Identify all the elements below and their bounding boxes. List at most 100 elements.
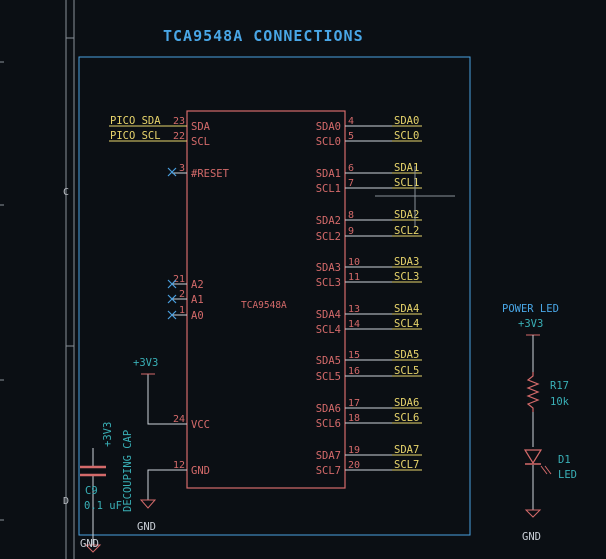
- pin-number-right: 8: [348, 210, 354, 221]
- crosshair-cursor-icon: [375, 166, 455, 226]
- led-ref: D1: [558, 454, 571, 466]
- gnd-wire: [147, 469, 187, 500]
- pin-number-left: 21: [173, 274, 185, 285]
- pin-name-right: SDA0: [316, 121, 341, 133]
- pin-name-right: SCL5: [316, 371, 341, 383]
- pin-name-right: SCL0: [316, 136, 341, 148]
- net-label-pico-scl[interactable]: PICO_SCL: [110, 130, 161, 142]
- led-value: LED: [558, 469, 577, 481]
- pico-net-underlines: [109, 125, 187, 142]
- group-frame: [78, 56, 471, 536]
- sheet-border: [0, 0, 75, 559]
- gnd-symbol-cap: [84, 544, 102, 553]
- led-d1-symbol[interactable]: [523, 449, 552, 475]
- pin-name-left: #RESET: [191, 168, 230, 180]
- pin-name-left: SCL: [191, 136, 210, 148]
- net-label-right[interactable]: SDA1: [394, 162, 419, 174]
- cap-note: DECOUPING CAP: [122, 430, 134, 512]
- pin-name-right: SCL6: [316, 418, 341, 430]
- pin-number-left: 12: [173, 460, 185, 471]
- pin-name-right: SDA3: [316, 262, 341, 274]
- pin-number-left: 3: [179, 163, 185, 174]
- pin-name-left: A2: [191, 279, 204, 291]
- led-block-label: POWER LED: [502, 303, 559, 315]
- pin-name-right: SCL3: [316, 277, 341, 289]
- cap-ref: C9: [85, 485, 98, 497]
- led-gnd-label: GND: [522, 531, 541, 543]
- pin-number-right: 18: [348, 413, 360, 424]
- page-title: TCA9548A CONNECTIONS: [163, 27, 364, 45]
- pin-number-right: 20: [348, 460, 360, 471]
- border-mark-c: C: [63, 187, 69, 198]
- gnd-symbol-led: [524, 509, 542, 518]
- pin-name-right: SCL2: [316, 231, 341, 243]
- pin-name-left: A1: [191, 294, 204, 306]
- net-label-right[interactable]: SDA2: [394, 209, 419, 221]
- pin-number-left: 22: [173, 131, 185, 142]
- pin-name-right: SDA4: [316, 309, 341, 321]
- power-label-gnd-chip: GND: [137, 521, 156, 533]
- resistor-ref: R17: [550, 380, 569, 392]
- cap-value: 0.1 uF: [84, 500, 122, 512]
- pin-number-right: 4: [348, 116, 354, 127]
- chip-value: TCA9548A: [241, 300, 287, 311]
- no-connect-markers: [167, 167, 177, 320]
- net-label-right[interactable]: SCL0: [394, 130, 419, 142]
- vcc-wire: [147, 374, 187, 425]
- power-label-v33-cap: +3V3: [102, 422, 114, 447]
- net-label-right[interactable]: SCL7: [394, 459, 419, 471]
- power-label-gnd-cap: GND: [80, 538, 99, 550]
- pin-number-right: 14: [348, 319, 360, 330]
- pin-name-right: SCL7: [316, 465, 341, 477]
- capacitor-c9-symbol[interactable]: [80, 465, 106, 477]
- net-label-pico-sda[interactable]: PICO_SDA: [110, 115, 161, 127]
- pin-name-right: SCL1: [316, 183, 341, 195]
- net-label-right[interactable]: SCL5: [394, 365, 419, 377]
- pin-number-right: 10: [348, 257, 360, 268]
- pin-number-right: 5: [348, 131, 354, 142]
- border-mark-d: D: [63, 496, 69, 507]
- power-label-v33-chip: +3V3: [133, 357, 158, 369]
- net-label-right[interactable]: SDA4: [394, 303, 419, 315]
- net-label-right[interactable]: SCL4: [394, 318, 419, 330]
- pin-name-right: SCL4: [316, 324, 341, 336]
- pin-name-right: SDA6: [316, 403, 341, 415]
- pin-number-left: 1: [179, 305, 185, 316]
- pin-name-right: SDA5: [316, 355, 341, 367]
- resistor-r17-symbol[interactable]: [526, 372, 540, 412]
- pin-number-left: 2: [179, 289, 185, 300]
- net-label-right[interactable]: SDA3: [394, 256, 419, 268]
- led-v33-label: +3V3: [518, 318, 543, 330]
- resistor-value: 10k: [550, 396, 570, 408]
- net-label-right[interactable]: SDA6: [394, 397, 419, 409]
- pin-number-right: 9: [348, 226, 354, 237]
- pin-number-right: 17: [348, 398, 360, 409]
- net-label-right[interactable]: SDA0: [394, 115, 419, 127]
- net-label-right[interactable]: SCL3: [394, 271, 419, 283]
- pin-name-left: GND: [191, 465, 210, 477]
- pin-name-left: VCC: [191, 419, 210, 431]
- pin-number-right: 6: [348, 163, 354, 174]
- pin-name-left: A0: [191, 310, 204, 322]
- pin-number-left: 24: [173, 414, 185, 425]
- pin-number-right: 15: [348, 350, 360, 361]
- pin-name-left: SDA: [191, 121, 211, 133]
- net-label-right[interactable]: SCL1: [394, 177, 419, 189]
- pin-name-right: SDA7: [316, 450, 341, 462]
- pin-number-right: 13: [348, 304, 360, 315]
- pin-number-left: 23: [173, 116, 185, 127]
- net-label-right[interactable]: SDA7: [394, 444, 419, 456]
- net-label-right[interactable]: SCL2: [394, 225, 419, 237]
- pin-number-right: 7: [348, 178, 354, 189]
- pin-number-right: 11: [348, 272, 360, 283]
- net-label-right[interactable]: SDA5: [394, 349, 419, 361]
- gnd-symbol-chip: [139, 499, 157, 509]
- pin-number-right: 16: [348, 366, 360, 377]
- left-pins: 23 SDA 22 SCL 3 #RESET 21 A2 2 A1 1 A0 24 VCC 12 GND: [172, 116, 230, 477]
- pin-name-right: SDA2: [316, 215, 341, 227]
- net-label-right[interactable]: SCL6: [394, 412, 419, 424]
- pin-number-right: 19: [348, 445, 360, 456]
